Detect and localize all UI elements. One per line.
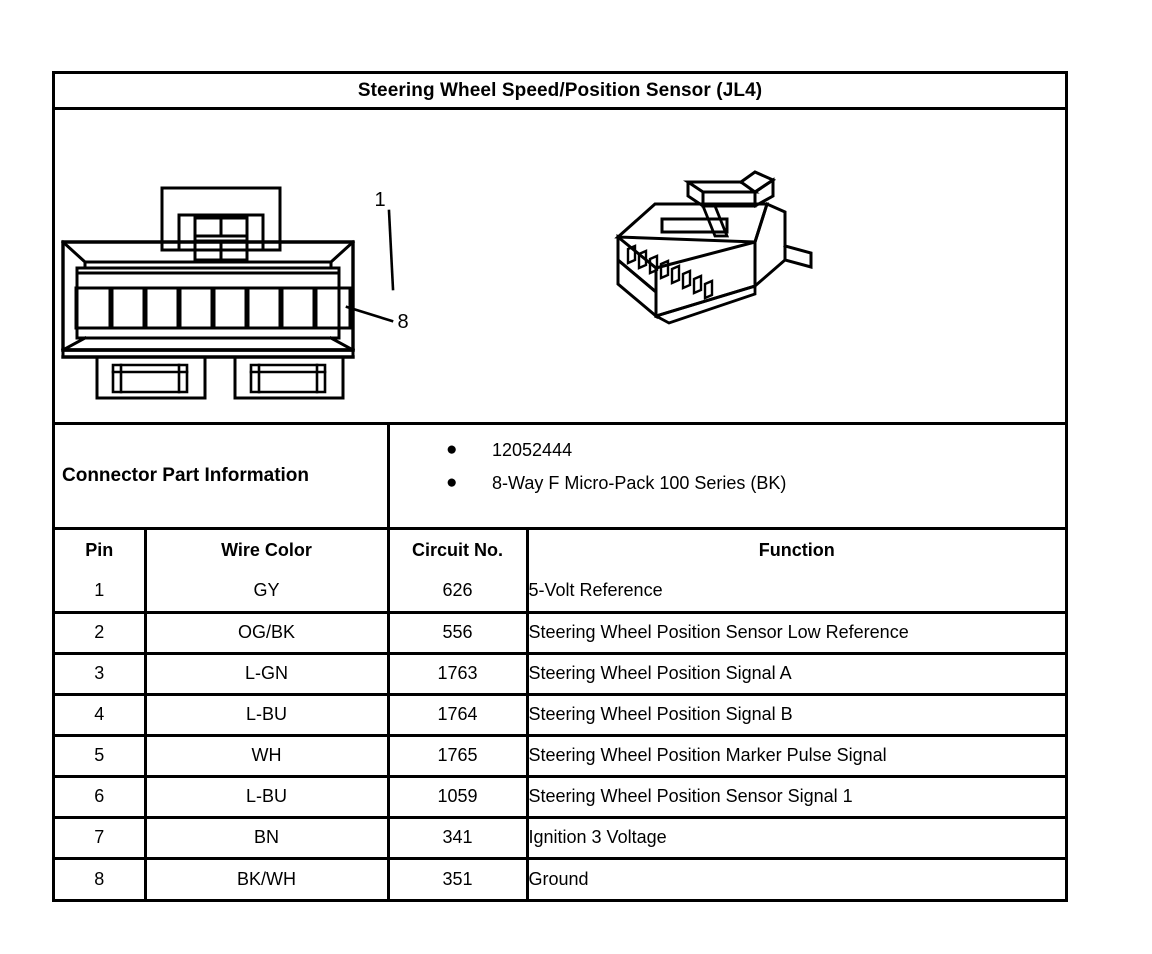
cell-pin: 8 — [55, 858, 147, 899]
cell-function: Steering Wheel Position Sensor Low Refer… — [527, 612, 1065, 655]
connector-part-information-label-cell: Connector Part Information — [55, 425, 390, 527]
table-header-row: Pin Wire Color Circuit No. Function — [55, 530, 1065, 571]
cell-function: Steering Wheel Position Sensor Signal 1 — [527, 776, 1065, 819]
leader-line-pin1 — [387, 209, 395, 291]
cell-function: 5-Volt Reference — [527, 571, 1065, 614]
callout-label-8: 8 — [397, 311, 408, 333]
bullet-icon: ● — [446, 439, 458, 460]
cell-wire-color: GY — [145, 571, 390, 614]
cell-pin: 3 — [55, 653, 147, 696]
connector-data-sheet: Steering Wheel Speed/Position Sensor (JL… — [52, 71, 1068, 902]
table-row: 2 OG/BK 556 Steering Wheel Position Sens… — [55, 612, 1065, 655]
connector-part-description: 8-Way F Micro-Pack 100 Series (BK) — [492, 473, 787, 493]
connector-part-information-values-cell: ● 12052444 ● 8-Way F Micro-Pack 100 Seri… — [390, 425, 1065, 527]
isometric-connector-view — [614, 170, 813, 325]
cell-circuit-no: 1765 — [388, 735, 529, 778]
cell-wire-color: BK/WH — [145, 858, 390, 899]
cell-pin: 1 — [55, 571, 147, 614]
table-row: 7 BN 341 Ignition 3 Voltage — [55, 817, 1065, 860]
cell-pin: 7 — [55, 817, 147, 860]
cell-pin: 2 — [55, 612, 147, 655]
cell-wire-color: L-BU — [145, 694, 390, 737]
callout-label-1: 1 — [374, 189, 385, 211]
cell-wire-color: L-BU — [145, 776, 390, 819]
cell-circuit-no: 626 — [388, 571, 529, 614]
cell-wire-color: WH — [145, 735, 390, 778]
cell-function: Steering Wheel Position Signal A — [527, 653, 1065, 696]
table-row: 8 BK/WH 351 Ground — [55, 858, 1065, 899]
connector-illustration-panel: 1 8 — [55, 110, 1065, 425]
terminal-cavities — [74, 286, 352, 330]
cell-pin: 4 — [55, 694, 147, 737]
leader-line-pin8 — [345, 305, 394, 323]
connector-part-item: ● 12052444 — [446, 438, 1065, 462]
column-header-circuit-no: Circuit No. — [388, 530, 529, 571]
table-row: 1 GY 626 5-Volt Reference — [55, 571, 1065, 614]
bullet-icon: ● — [446, 472, 458, 493]
cell-circuit-no: 1764 — [388, 694, 529, 737]
callout-leader-lines — [345, 209, 395, 323]
connector-part-information-row: Connector Part Information ● 12052444 ● … — [55, 425, 1065, 530]
column-header-pin: Pin — [55, 530, 147, 571]
table-row: 6 L-BU 1059 Steering Wheel Position Sens… — [55, 776, 1065, 819]
page-title: Steering Wheel Speed/Position Sensor (JL… — [357, 79, 763, 101]
cell-pin: 6 — [55, 776, 147, 819]
cell-wire-color: BN — [145, 817, 390, 860]
table-row: 4 L-BU 1764 Steering Wheel Position Sign… — [55, 694, 1065, 737]
cell-wire-color: OG/BK — [145, 612, 390, 655]
connector-drawing: 1 8 — [60, 170, 813, 400]
connector-part-number: 12052444 — [492, 440, 573, 460]
cell-pin: 5 — [55, 735, 147, 778]
table-row: 5 WH 1765 Steering Wheel Position Marker… — [55, 735, 1065, 778]
pin-assignment-table: Pin Wire Color Circuit No. Function 1 GY… — [55, 530, 1065, 899]
cell-wire-color: L-GN — [145, 653, 390, 696]
cell-function: Ground — [528, 868, 589, 889]
cell-circuit-no: 341 — [388, 817, 529, 860]
front-face-connector-view — [60, 186, 356, 400]
sheet-title-bar: Steering Wheel Speed/Position Sensor (JL… — [55, 74, 1065, 110]
column-header-function: Function — [758, 540, 835, 560]
cell-circuit-no: 556 — [388, 612, 529, 655]
cell-function: Ignition 3 Voltage — [527, 817, 1065, 860]
connector-part-information-label: Connector Part Information — [62, 465, 310, 486]
cell-circuit-no: 351 — [388, 858, 529, 899]
cell-circuit-no: 1763 — [388, 653, 529, 696]
cell-function: Steering Wheel Position Signal B — [527, 694, 1065, 737]
cell-circuit-no: 1059 — [388, 776, 529, 819]
table-row: 3 L-GN 1763 Steering Wheel Position Sign… — [55, 653, 1065, 696]
column-header-wire-color: Wire Color — [145, 530, 390, 571]
connector-part-item: ● 8-Way F Micro-Pack 100 Series (BK) — [446, 471, 1065, 495]
pin-table-header: Pin Wire Color Circuit No. Function — [55, 530, 1065, 571]
cell-function: Steering Wheel Position Marker Pulse Sig… — [527, 735, 1065, 778]
pin-table-body: 1 GY 626 5-Volt Reference 2 OG/BK 556 St… — [55, 571, 1065, 899]
